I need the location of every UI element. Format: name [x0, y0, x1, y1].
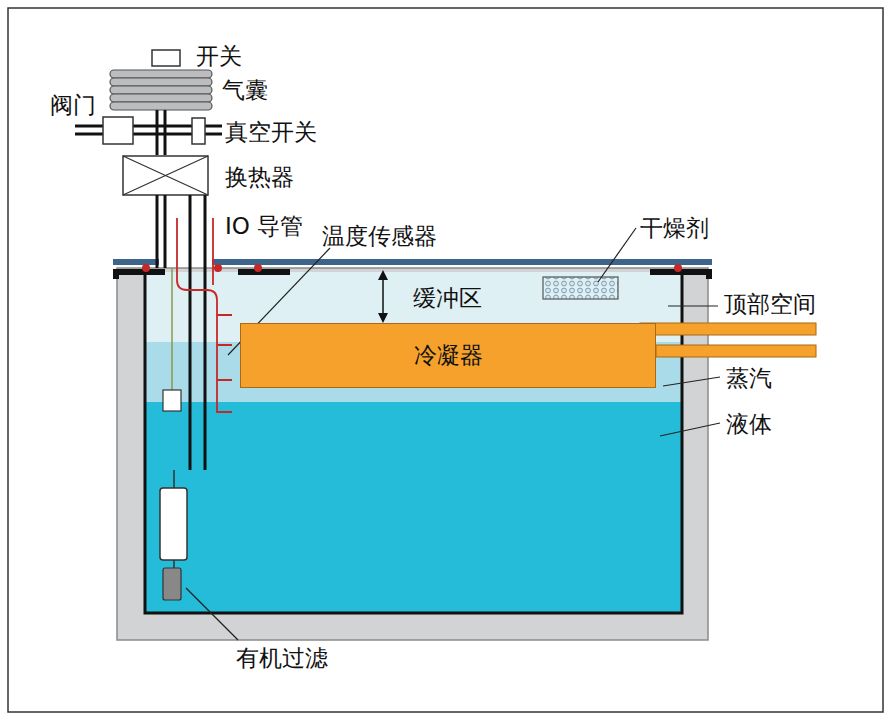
- part-label: 有机过滤: [236, 646, 328, 671]
- region-label: 顶部空间: [724, 292, 816, 317]
- part-label: 真空开关: [225, 120, 317, 145]
- part-label: 换热器: [225, 165, 294, 190]
- part-label: 阀门: [50, 93, 96, 118]
- part-label: 干燥剂: [640, 216, 709, 241]
- part-label: IO 导管: [225, 214, 303, 239]
- region-label: 液体: [726, 412, 772, 437]
- condenser-box: 冷凝器: [240, 323, 656, 388]
- part-label: 气囊: [222, 78, 268, 103]
- node-text: 冷凝器: [414, 340, 483, 371]
- part-label: 温度传感器: [322, 224, 437, 249]
- region-label: 蒸汽: [726, 366, 772, 391]
- region-label: 缓冲区: [413, 286, 482, 311]
- part-label: 开关: [196, 44, 242, 69]
